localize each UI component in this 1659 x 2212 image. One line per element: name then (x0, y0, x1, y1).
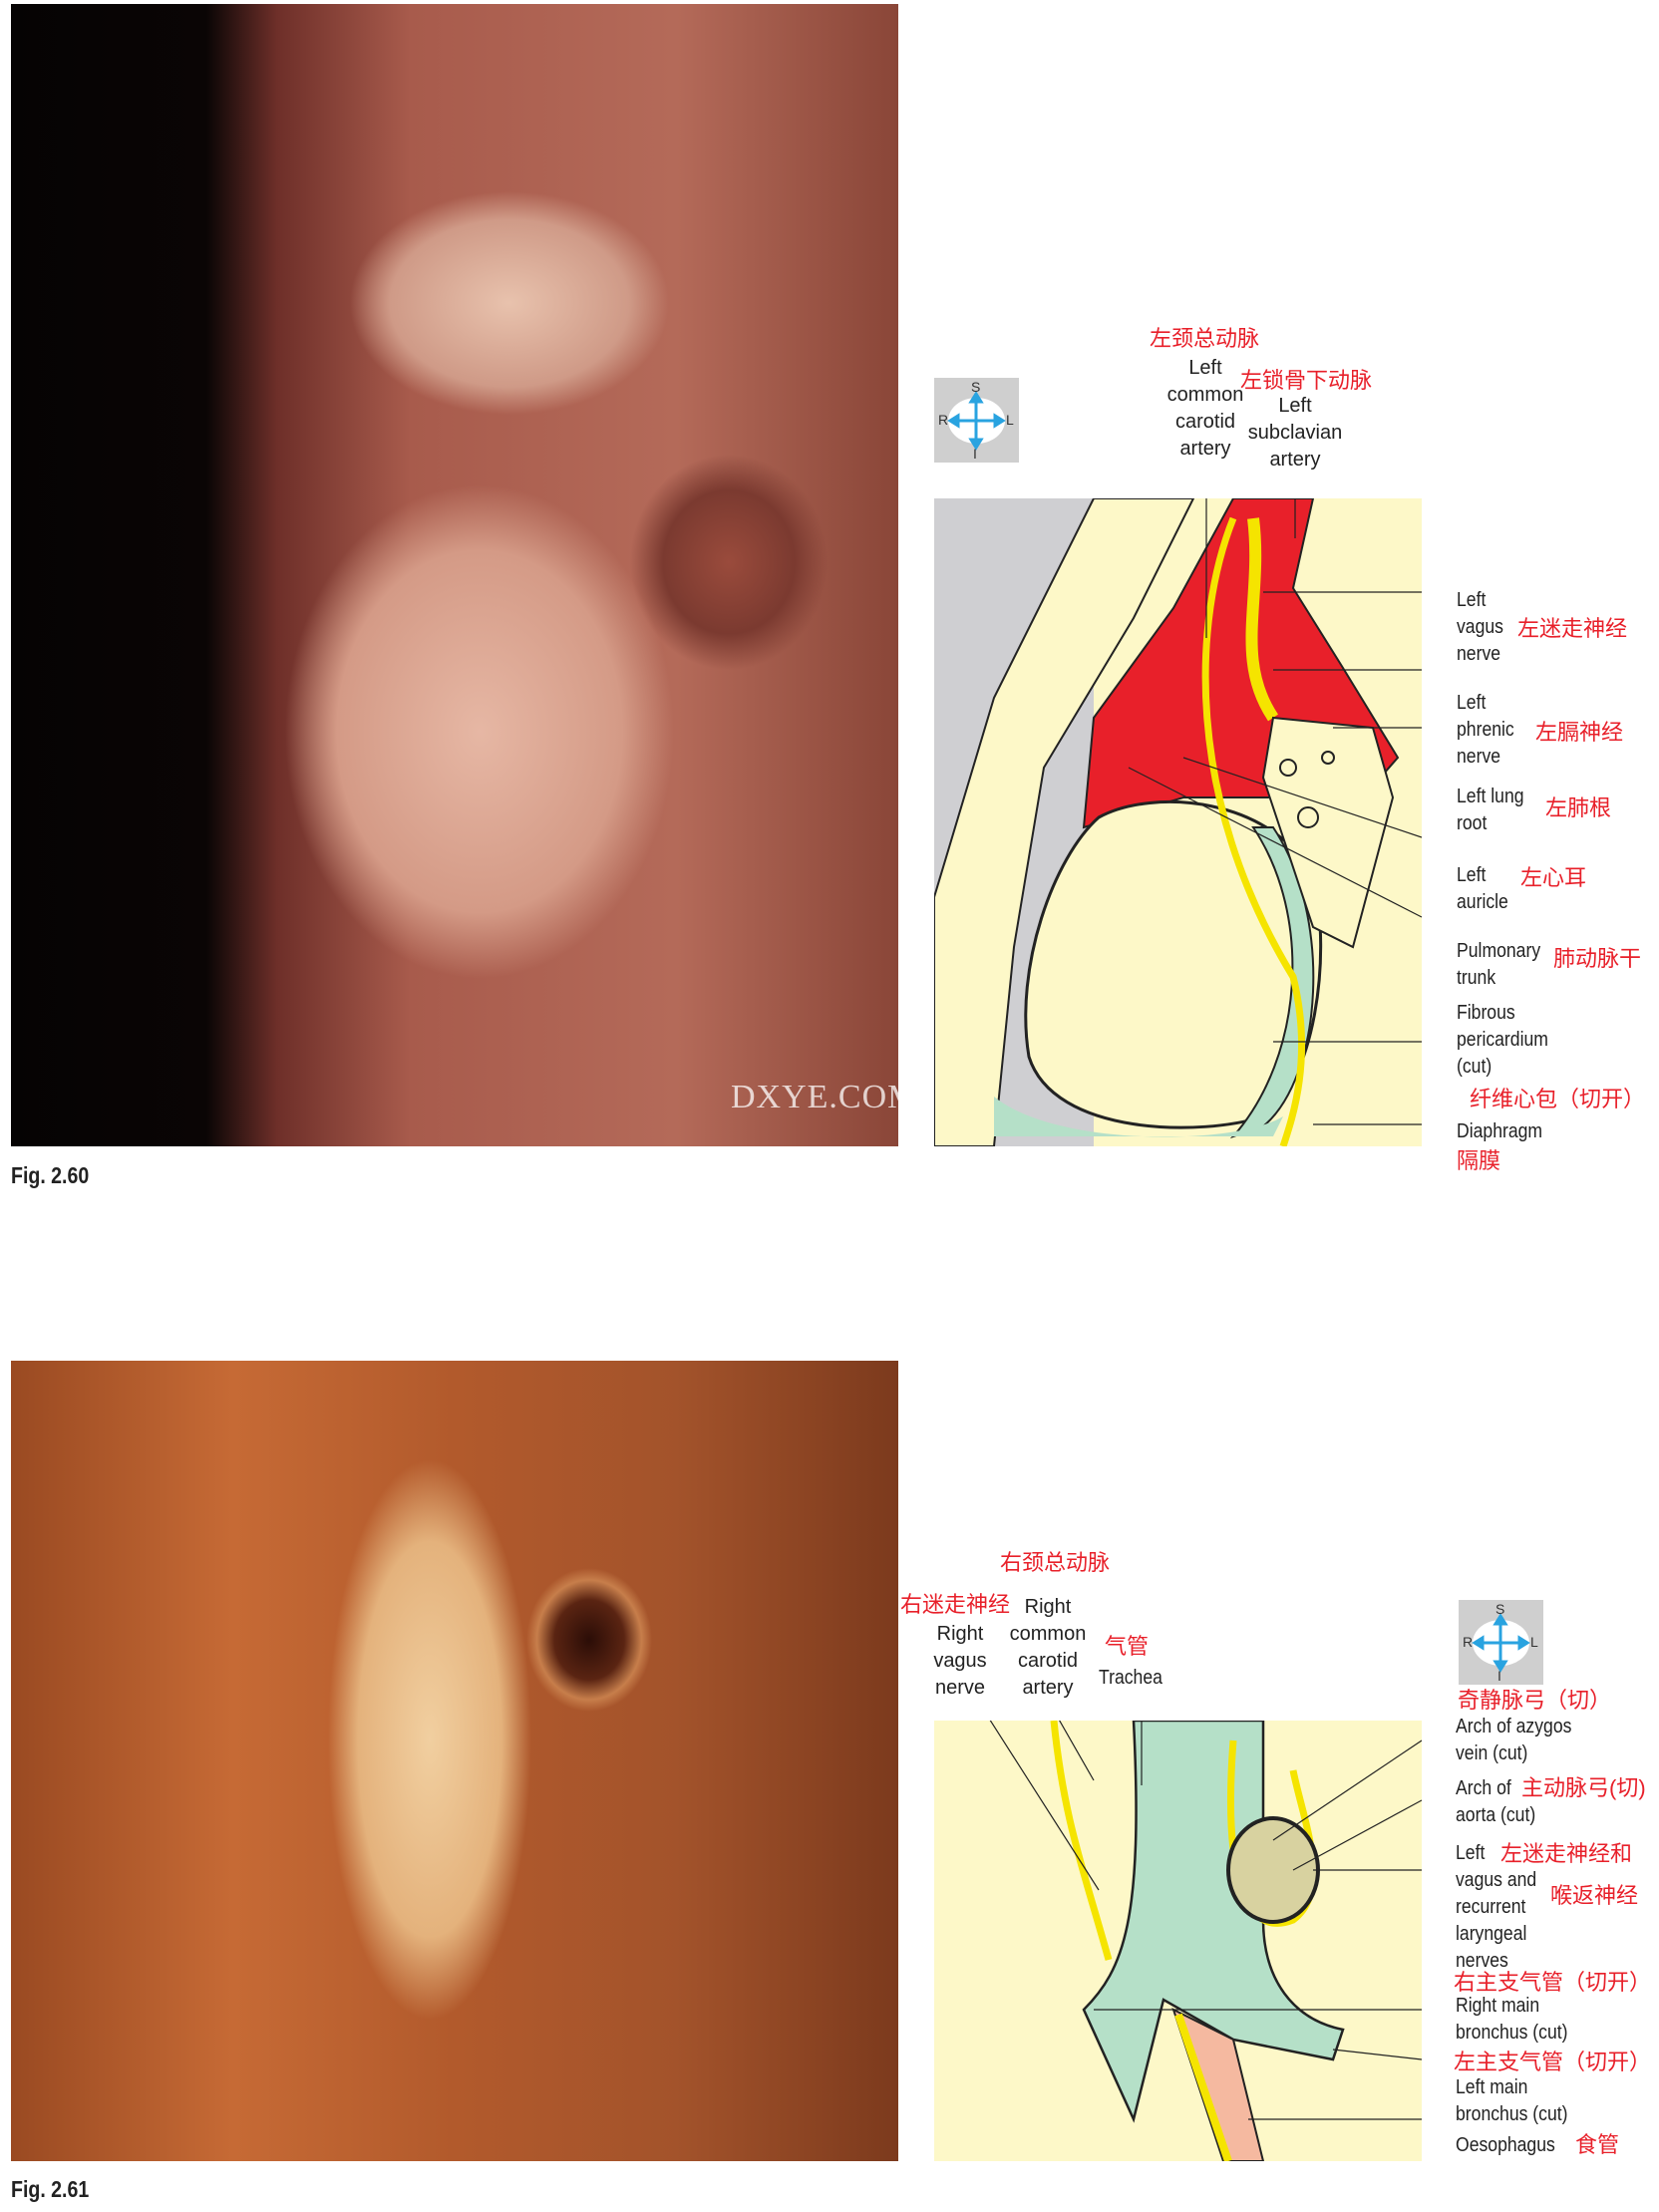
compass-i: I (1497, 1668, 1501, 1684)
label-left-vagus-zh: 左迷走神经和 (1500, 1841, 1633, 1866)
label-left-phrenic-zh: 左膈神经 (1535, 720, 1624, 745)
label-diaphragm-zh: 隔膜 (1457, 1148, 1501, 1173)
compass-l: L (1530, 1634, 1538, 1650)
label-left-main-bronchus-zh: 左主支气管（切开） (1454, 2050, 1652, 2074)
label-right-common-carotid-zh: 右颈总动脉 (1000, 1550, 1111, 1575)
figure-label: Fig. 2.60 (11, 1162, 90, 1188)
label-fibrous-pericardium-zh: 纤维心包（切开） (1470, 1087, 1646, 1111)
label-left-auricle-zh: 左心耳 (1520, 865, 1587, 890)
orientation-compass-icon: S I R L (934, 378, 1019, 463)
label-trachea: Trachea (1099, 1667, 1162, 1689)
label-right-vagus-zh: 右迷走神经 (900, 1592, 1011, 1617)
compass-l: L (1006, 412, 1014, 428)
diagram-heart-illustration (934, 498, 1422, 1146)
compass-s: S (1495, 1601, 1505, 1617)
label-oesophagus-zh: 食管 (1575, 2132, 1620, 2157)
label-trachea-zh: 气管 (1105, 1634, 1150, 1659)
label-azygos-zh: 奇静脉弓（切） (1458, 1688, 1612, 1713)
label-diaphragm: Diaphragm (1457, 1120, 1543, 1142)
watermark: DXYE.COM (731, 1079, 898, 1115)
label-oesophagus: Oesophagus (1456, 2134, 1555, 2156)
orientation-compass-icon: S I R L (1459, 1600, 1543, 1685)
compass-i: I (973, 446, 977, 462)
compass-r: R (938, 412, 949, 428)
label-aorta-zh: 主动脉弓(切) (1521, 1775, 1646, 1800)
label-left-common-carotid-zh: 左颈总动脉 (1150, 326, 1260, 351)
dissection-photo-trachea (11, 1361, 898, 2161)
label-left-subclavian-zh: 左锁骨下动脉 (1240, 368, 1373, 393)
figure-label: Fig. 2.61 (11, 2176, 90, 2202)
dissection-photo-heart: DXYE.COM (11, 4, 898, 1146)
label-left-vagus-zh: 左迷走神经 (1517, 616, 1628, 641)
label-left-lung-root-zh: 左肺根 (1545, 795, 1612, 820)
label-right-main-bronchus-zh: 右主支气管（切开） (1454, 1970, 1652, 1995)
diagram-trachea-illustration (934, 1721, 1422, 2161)
label-aorta-prefix: Arch of (1456, 1777, 1511, 1799)
label-aorta: aorta (cut) (1456, 1804, 1536, 1826)
compass-s: S (971, 379, 981, 395)
compass-r: R (1463, 1634, 1474, 1650)
label-pulmonary-trunk-zh: 肺动脉干 (1553, 946, 1642, 971)
label-recurrent-zh: 喉返神经 (1550, 1883, 1639, 1908)
